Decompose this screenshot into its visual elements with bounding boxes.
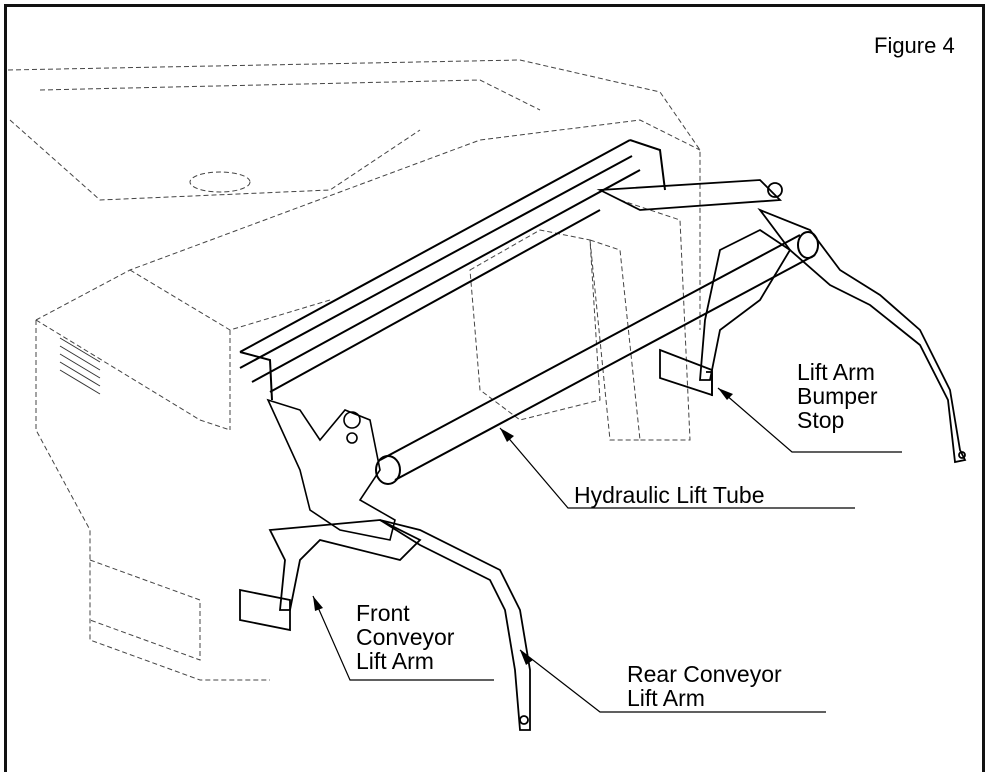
vent-slots bbox=[59, 337, 101, 395]
front-conveyor-lift-arm-shape bbox=[239, 519, 422, 632]
front-conveyor-lift-arm-label-line-1: Front bbox=[356, 600, 410, 626]
bumper-stops bbox=[659, 348, 713, 397]
figure-label: Figure 4 bbox=[874, 33, 955, 58]
lift-arm-bumper-stop-label-line-1: Lift Arm bbox=[797, 359, 875, 385]
leader-lines bbox=[312, 387, 902, 713]
rear-conveyor-lift-arm-label-line-2: Lift Arm bbox=[627, 685, 705, 711]
lift-arm-bumper-stop-label-line-3: Stop bbox=[797, 407, 845, 433]
hydraulic-lift-tube-label: Hydraulic Lift Tube bbox=[574, 482, 765, 508]
hydraulic-lift-tube-shape bbox=[375, 231, 819, 485]
figure-frame bbox=[4, 4, 985, 772]
rear-conveyor-lift-arm-shape bbox=[379, 519, 531, 731]
right-lift-arm-shape bbox=[596, 179, 967, 464]
front-conveyor-lift-arm-label-line-3: Lift Arm bbox=[356, 648, 434, 674]
rear-conveyor-lift-arm-label-line-1: Rear Conveyor bbox=[627, 661, 782, 687]
leader-arrowheads bbox=[313, 388, 733, 665]
cabinet-housing bbox=[7, 59, 701, 681]
lift-arm-bumper-stop-label-line-2: Bumper bbox=[797, 383, 878, 409]
front-conveyor-lift-arm-label-line-2: Conveyor bbox=[356, 624, 455, 650]
left-side-plate bbox=[266, 398, 396, 541]
top-frame bbox=[239, 139, 666, 401]
